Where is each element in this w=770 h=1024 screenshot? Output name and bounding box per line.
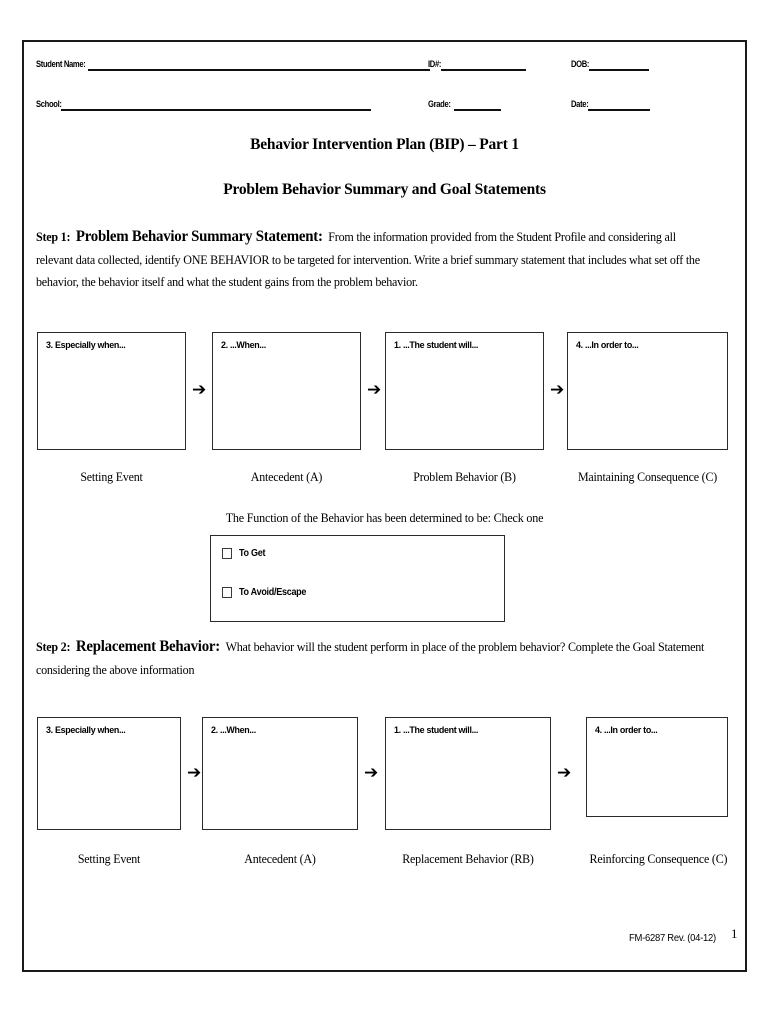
flow2-box-antecedent[interactable]: 2. ...When... [202, 717, 358, 830]
step2-lead: Step 2: [36, 640, 71, 654]
flow1-arrow-2-icon: ➔ [367, 380, 382, 400]
checkbox-row-to-avoid-escape[interactable]: To Avoid/Escape [222, 587, 312, 598]
field-rule-dob[interactable] [588, 58, 649, 71]
flow2-box-label-replacement-behavior: 1. ...The student will... [394, 725, 479, 736]
field-date[interactable]: Date: [571, 98, 650, 111]
flow2-box-label-setting-event: 3. Especially when... [46, 725, 126, 736]
field-grade[interactable]: Grade: [428, 98, 502, 111]
flow2-box-reinforcing-consequence[interactable]: 4. ...In order to... [586, 717, 728, 817]
checkbox-row-to-get[interactable]: To Get [222, 548, 268, 559]
footer-form-id: FM-6287 Rev. (04-12) [629, 932, 716, 944]
flow1-caption-problem-behavior: Problem Behavior (B) [413, 470, 516, 484]
flow1-caption-setting-event: Setting Event [80, 470, 143, 484]
document-title: Behavior Intervention Plan (BIP) – Part … [250, 136, 519, 153]
flow2-arrow-2-icon: ➔ [364, 763, 379, 783]
flow2-box-label-reinforcing-consequence: 4. ...In order to... [595, 725, 658, 736]
function-options-box: To Get To Avoid/Escape [210, 535, 505, 622]
checkbox-to-get[interactable] [222, 548, 232, 559]
flow2-box-setting-event[interactable]: 3. Especially when... [37, 717, 181, 830]
field-rule-date[interactable] [587, 98, 650, 111]
flow1-box-setting-event[interactable]: 3. Especially when... [37, 332, 186, 450]
flow1-box-label-setting-event: 3. Especially when... [46, 340, 126, 351]
flow2-caption-reinforcing-consequence: Reinforcing Consequence (C) [589, 852, 728, 866]
step2-heading: Replacement Behavior: [75, 638, 220, 655]
field-student-name[interactable]: Student Name: [36, 58, 430, 71]
checkbox-label-to-get: To Get [239, 548, 266, 559]
flow1-box-antecedent[interactable]: 2. ...When... [212, 332, 361, 450]
flow2-caption-setting-event: Setting Event [77, 852, 141, 866]
field-rule-student-name[interactable] [87, 58, 430, 71]
flow2-caption-replacement-behavior: Replacement Behavior (RB) [402, 852, 534, 866]
flow1-box-label-maintaining-consequence: 4. ...In order to... [576, 340, 639, 351]
field-dob[interactable]: DOB: [571, 58, 649, 71]
flow1-box-maintaining-consequence[interactable]: 4. ...In order to... [567, 332, 728, 450]
flow1-arrow-1-icon: ➔ [192, 380, 207, 400]
step2-body: What behavior will the student perform i… [36, 640, 705, 677]
footer-page-number: 1 [731, 926, 738, 941]
document-page-frame: Student Name: ID#: DOB: School: Grade: D… [22, 40, 747, 972]
flow2-box-label-antecedent: 2. ...When... [211, 725, 256, 736]
field-label-student-name: Student Name: [36, 59, 86, 70]
flow2-caption-antecedent: Antecedent (A) [244, 852, 316, 866]
field-rule-school[interactable] [61, 98, 372, 111]
field-label-date: Date: [571, 99, 589, 110]
checkbox-label-to-avoid-escape: To Avoid/Escape [239, 587, 307, 598]
flow1-box-problem-behavior[interactable]: 1. ...The student will... [385, 332, 544, 450]
step1-paragraph: Step 1: Problem Behavior Summary Stateme… [36, 226, 712, 294]
field-label-school: School: [36, 99, 62, 110]
field-rule-grade[interactable] [454, 98, 502, 111]
function-section-title: The Function of the Behavior has been de… [225, 511, 544, 525]
field-label-dob: DOB: [571, 59, 590, 70]
field-label-grade: Grade: [428, 99, 451, 110]
flow1-caption-maintaining-consequence: Maintaining Consequence (C) [577, 470, 718, 484]
field-id[interactable]: ID#: [428, 58, 527, 71]
flow1-box-label-problem-behavior: 1. ...The student will... [394, 340, 479, 351]
field-label-id: ID#: [428, 59, 442, 70]
field-school[interactable]: School: [36, 98, 372, 111]
flow1-box-label-antecedent: 2. ...When... [221, 340, 266, 351]
step1-heading: Problem Behavior Summary Statement: [75, 228, 323, 245]
step2-paragraph: Step 2: Replacement Behavior: What behav… [36, 636, 712, 681]
flow1-arrow-3-icon: ➔ [550, 380, 565, 400]
step1-lead: Step 1: [36, 230, 71, 244]
checkbox-to-avoid-escape[interactable] [222, 587, 232, 598]
flow2-arrow-1-icon: ➔ [187, 763, 202, 783]
document-subtitle: Problem Behavior Summary and Goal Statem… [223, 181, 546, 198]
flow1-caption-antecedent: Antecedent (A) [250, 470, 323, 484]
field-rule-id[interactable] [441, 58, 527, 71]
flow2-box-replacement-behavior[interactable]: 1. ...The student will... [385, 717, 551, 830]
step1-body: From the information provided from the S… [36, 230, 700, 289]
flow2-arrow-3-icon: ➔ [557, 763, 572, 783]
